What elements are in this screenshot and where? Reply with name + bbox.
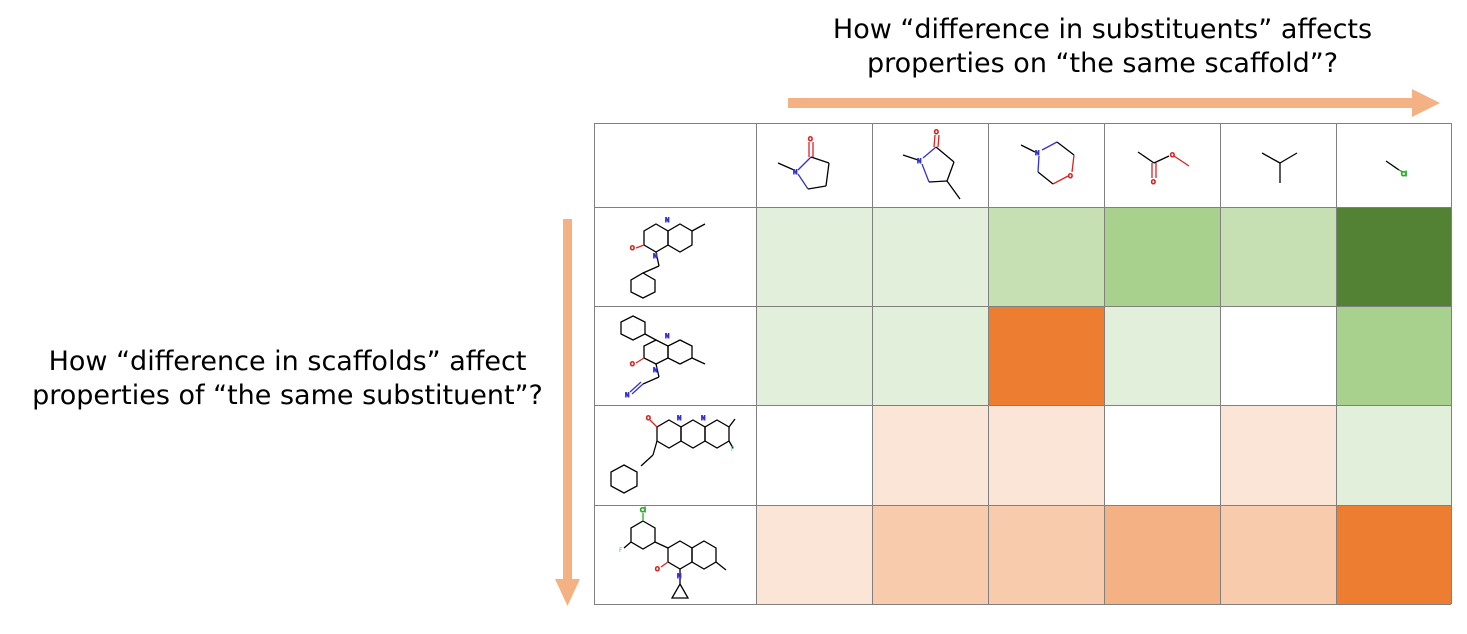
heatmap-cell-r2-c3 <box>988 306 1104 405</box>
substituent-header-3: N O <box>1020 141 1075 185</box>
substituent-caption-line-1: How “difference in substituents” affects <box>832 14 1373 45</box>
svg-text:O: O <box>630 245 635 252</box>
svg-text:N: N <box>653 253 658 260</box>
heatmap-cell-r3-c3 <box>988 405 1104 505</box>
svg-text:N: N <box>793 169 798 176</box>
heatmap-cell-r4-c5 <box>1220 505 1336 604</box>
svg-text:N: N <box>677 415 682 422</box>
heatmap-cell-r3-c6 <box>1336 405 1451 505</box>
svg-text:N: N <box>665 333 670 340</box>
scaffold-header-3: O N N F <box>610 415 736 494</box>
heatmap-cell-r2-c1 <box>756 306 872 405</box>
phenethyl-naphthyridinone-structure-icon: O N N F <box>610 415 736 494</box>
isopropyl-structure-icon <box>1261 152 1298 183</box>
svg-text:O: O <box>1068 173 1073 180</box>
svg-text:N: N <box>625 392 630 399</box>
methyl-n-methylpyrrolidinone-structure-icon: N O <box>902 129 961 200</box>
heatmap-cell-r4-c1 <box>756 505 872 604</box>
scaffold-header-1: N N O <box>630 217 706 299</box>
svg-text:O: O <box>1170 152 1175 159</box>
substituent-header-1: N O <box>777 136 830 190</box>
substituent-caption-line-2: properties on “the same scaffold”? <box>866 48 1339 79</box>
svg-text:O: O <box>646 415 651 422</box>
scaffold-caption-line-2: properties of “the same substituent”? <box>32 380 543 411</box>
heatmap-cell-r1-c4 <box>1104 207 1220 306</box>
heatmap-cell-r1-c3 <box>988 207 1104 306</box>
scaffold-caption-line-1: How “difference in scaffolds” affect <box>48 346 527 377</box>
svg-text:O: O <box>934 129 939 136</box>
svg-text:N: N <box>917 158 922 165</box>
substituent-header-2: N O <box>902 129 961 200</box>
heatmap-cells <box>594 123 1451 604</box>
heatmap-cell-r2-c2 <box>872 306 988 405</box>
svg-text:O: O <box>655 566 660 573</box>
heatmap-cell-r4-c3 <box>988 505 1104 604</box>
n-methylpyrrolidinone-structure-icon: N O <box>777 136 830 190</box>
benzyl-quinoxalinone-structure-icon: N N O <box>630 217 706 299</box>
heatmap-cell-r1-c2 <box>872 207 988 306</box>
substituent-header-5 <box>1261 152 1298 183</box>
substituent-header-6: Cl <box>1385 160 1408 179</box>
svg-text:N: N <box>653 367 658 374</box>
svg-text:O: O <box>808 136 813 143</box>
heatmap-cell-r1-c6 <box>1336 207 1451 306</box>
svg-text:F: F <box>731 446 735 453</box>
svg-text:N: N <box>665 217 670 224</box>
heatmap-cell-r2-c6 <box>1336 306 1451 405</box>
n-methylmorpholine-structure-icon: N O <box>1020 141 1075 185</box>
scaffold-axis-caption: How “difference in scaffolds” affect pro… <box>0 345 575 413</box>
substituent-axis-caption: How “difference in substituents” affects… <box>790 13 1415 81</box>
heatmap-cell-r4-c6 <box>1336 505 1451 604</box>
svg-text:F: F <box>619 547 623 554</box>
substituent-header-4: O O <box>1137 151 1190 187</box>
heatmap-cell-r2-c5 <box>1220 306 1336 405</box>
chlorine-atom-label: Cl <box>1401 171 1407 178</box>
svg-text:O: O <box>630 361 635 368</box>
svg-text:Cl: Cl <box>640 507 646 514</box>
substituent-direction-arrow <box>788 89 1440 117</box>
heatmap-cell-r1-c5 <box>1220 207 1336 306</box>
scaffold-direction-arrow <box>555 219 580 606</box>
chloromethyl-structure-icon: Cl <box>1385 160 1408 179</box>
grid-lines <box>594 123 1452 605</box>
svg-text:N: N <box>701 415 706 422</box>
phenyl-pyridopyrazinone-cyanomethyl-structure-icon: N N O N <box>620 315 706 400</box>
heatmap-cell-r4-c2 <box>872 505 988 604</box>
heatmap-cell-r1-c1 <box>756 207 872 306</box>
heatmap-cell-r3-c4 <box>1104 405 1220 505</box>
heatmap-cell-r2-c4 <box>1104 306 1220 405</box>
methyl-acetate-structure-icon: O O <box>1137 151 1190 187</box>
heatmap-cell-r4-c4 <box>1104 505 1220 604</box>
scaffold-header-4: Cl F O N <box>619 507 727 599</box>
heatmap-cell-r3-c2 <box>872 405 988 505</box>
dihalophenyl-quinolinone-cyclopropyl-structure-icon: Cl F O N <box>619 507 727 599</box>
heatmap-cell-r3-c5 <box>1220 405 1336 505</box>
heatmap-cell-r3-c1 <box>756 405 872 505</box>
svg-text:O: O <box>1151 179 1156 186</box>
svg-text:N: N <box>1035 150 1040 157</box>
svg-text:N: N <box>677 573 682 580</box>
scaffold-header-2: N N O N <box>620 315 706 400</box>
